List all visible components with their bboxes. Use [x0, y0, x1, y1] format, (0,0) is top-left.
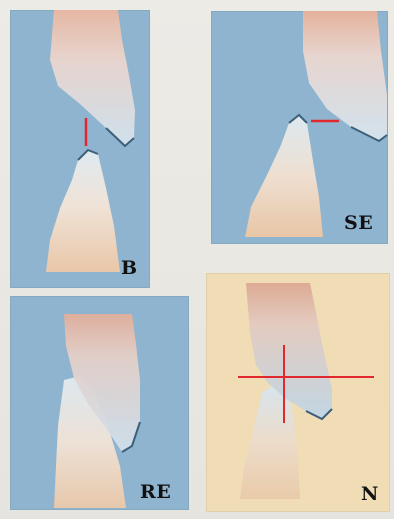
- panel-label-n: N: [361, 483, 379, 505]
- upper-tooth: [50, 10, 135, 146]
- panel-re: RE: [10, 296, 189, 510]
- panel-se: SE: [211, 11, 388, 244]
- panel-se-illustration: [211, 11, 388, 244]
- lower-tooth: [46, 150, 120, 272]
- panel-n: N: [206, 273, 390, 512]
- lower-tooth: [245, 115, 323, 237]
- upper-tooth: [246, 283, 332, 419]
- panel-b: B: [10, 10, 150, 288]
- panel-n-illustration: [206, 273, 390, 512]
- panel-label-b: B: [121, 257, 138, 279]
- panel-label-re: RE: [140, 481, 171, 503]
- panel-re-illustration: [10, 296, 189, 510]
- panel-label-se: SE: [344, 212, 373, 234]
- panel-b-illustration: [10, 10, 150, 288]
